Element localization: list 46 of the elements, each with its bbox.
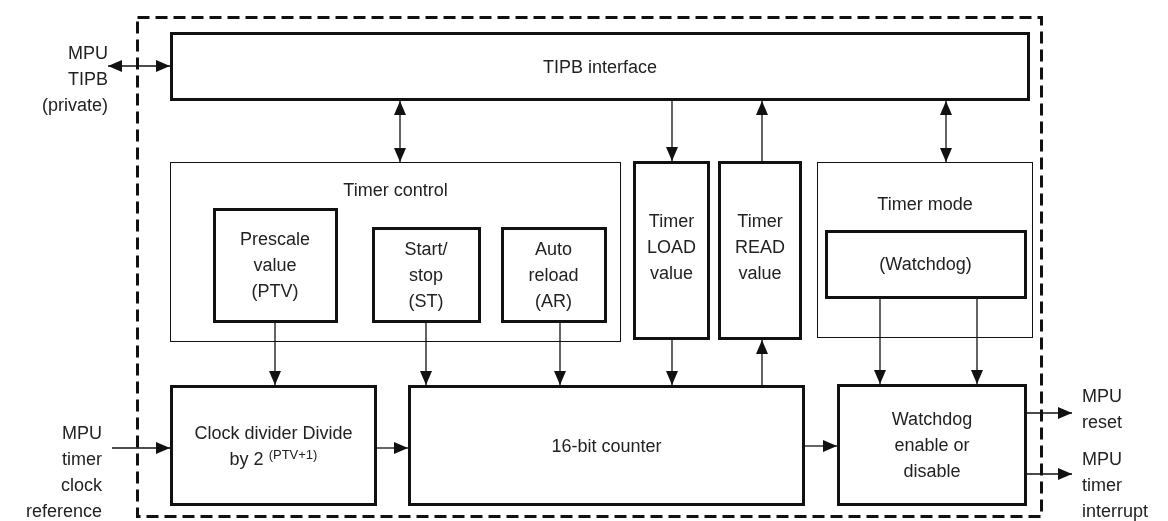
block-label: Prescale value (PTV) (239, 228, 311, 303)
arrow (666, 339, 678, 386)
block-label: Start/ stop (ST) (403, 237, 449, 313)
block-label: 16-bit counter (550, 434, 663, 458)
arrow (940, 100, 952, 163)
block-label: (Watchdog) (878, 253, 973, 276)
dashed-boundary (136, 16, 1043, 518)
block-group (170, 162, 621, 342)
block-box (170, 32, 1030, 101)
arrow (376, 442, 409, 454)
signal-name: MPU reset (1082, 385, 1124, 434)
arrow (666, 100, 678, 162)
block-box (408, 385, 805, 506)
block-box (718, 161, 802, 340)
signal-name: MPU timer interrupt (1082, 448, 1150, 521)
signal-name: MPU timer clock reference (24, 422, 102, 521)
group-title: Timer control (342, 179, 449, 202)
arrow (971, 298, 983, 385)
signal-name: MPU TIPB (private) (41, 42, 108, 117)
block-label: Auto reload (AR) (527, 237, 580, 313)
block-box (170, 385, 377, 506)
group-title: Timer mode (876, 193, 974, 216)
arrow (269, 322, 281, 386)
arrow (1026, 407, 1073, 419)
arrow (1026, 468, 1073, 480)
block-label: Clock divider Divide by 2 $^{(PTV+1)}$ (193, 421, 354, 471)
block-label: Timer LOAD value (646, 210, 697, 285)
block-box (824, 229, 1027, 299)
arrow (554, 322, 566, 386)
arrow (420, 322, 432, 386)
arrow (111, 442, 171, 454)
block-box (633, 161, 710, 340)
block-label: Timer READ value (734, 210, 786, 285)
arrow (804, 440, 838, 452)
block-box (212, 207, 338, 323)
block-box (371, 226, 481, 323)
arrow (874, 298, 886, 385)
arrow (756, 339, 768, 386)
block-label: TIPB interface (541, 55, 658, 79)
arrow (756, 100, 768, 162)
block-group (817, 162, 1033, 338)
block-box (500, 226, 607, 323)
block-label: Watchdog enable or disable (890, 408, 974, 483)
arrow (394, 100, 406, 163)
arrow (107, 60, 171, 72)
block-box (837, 384, 1027, 506)
